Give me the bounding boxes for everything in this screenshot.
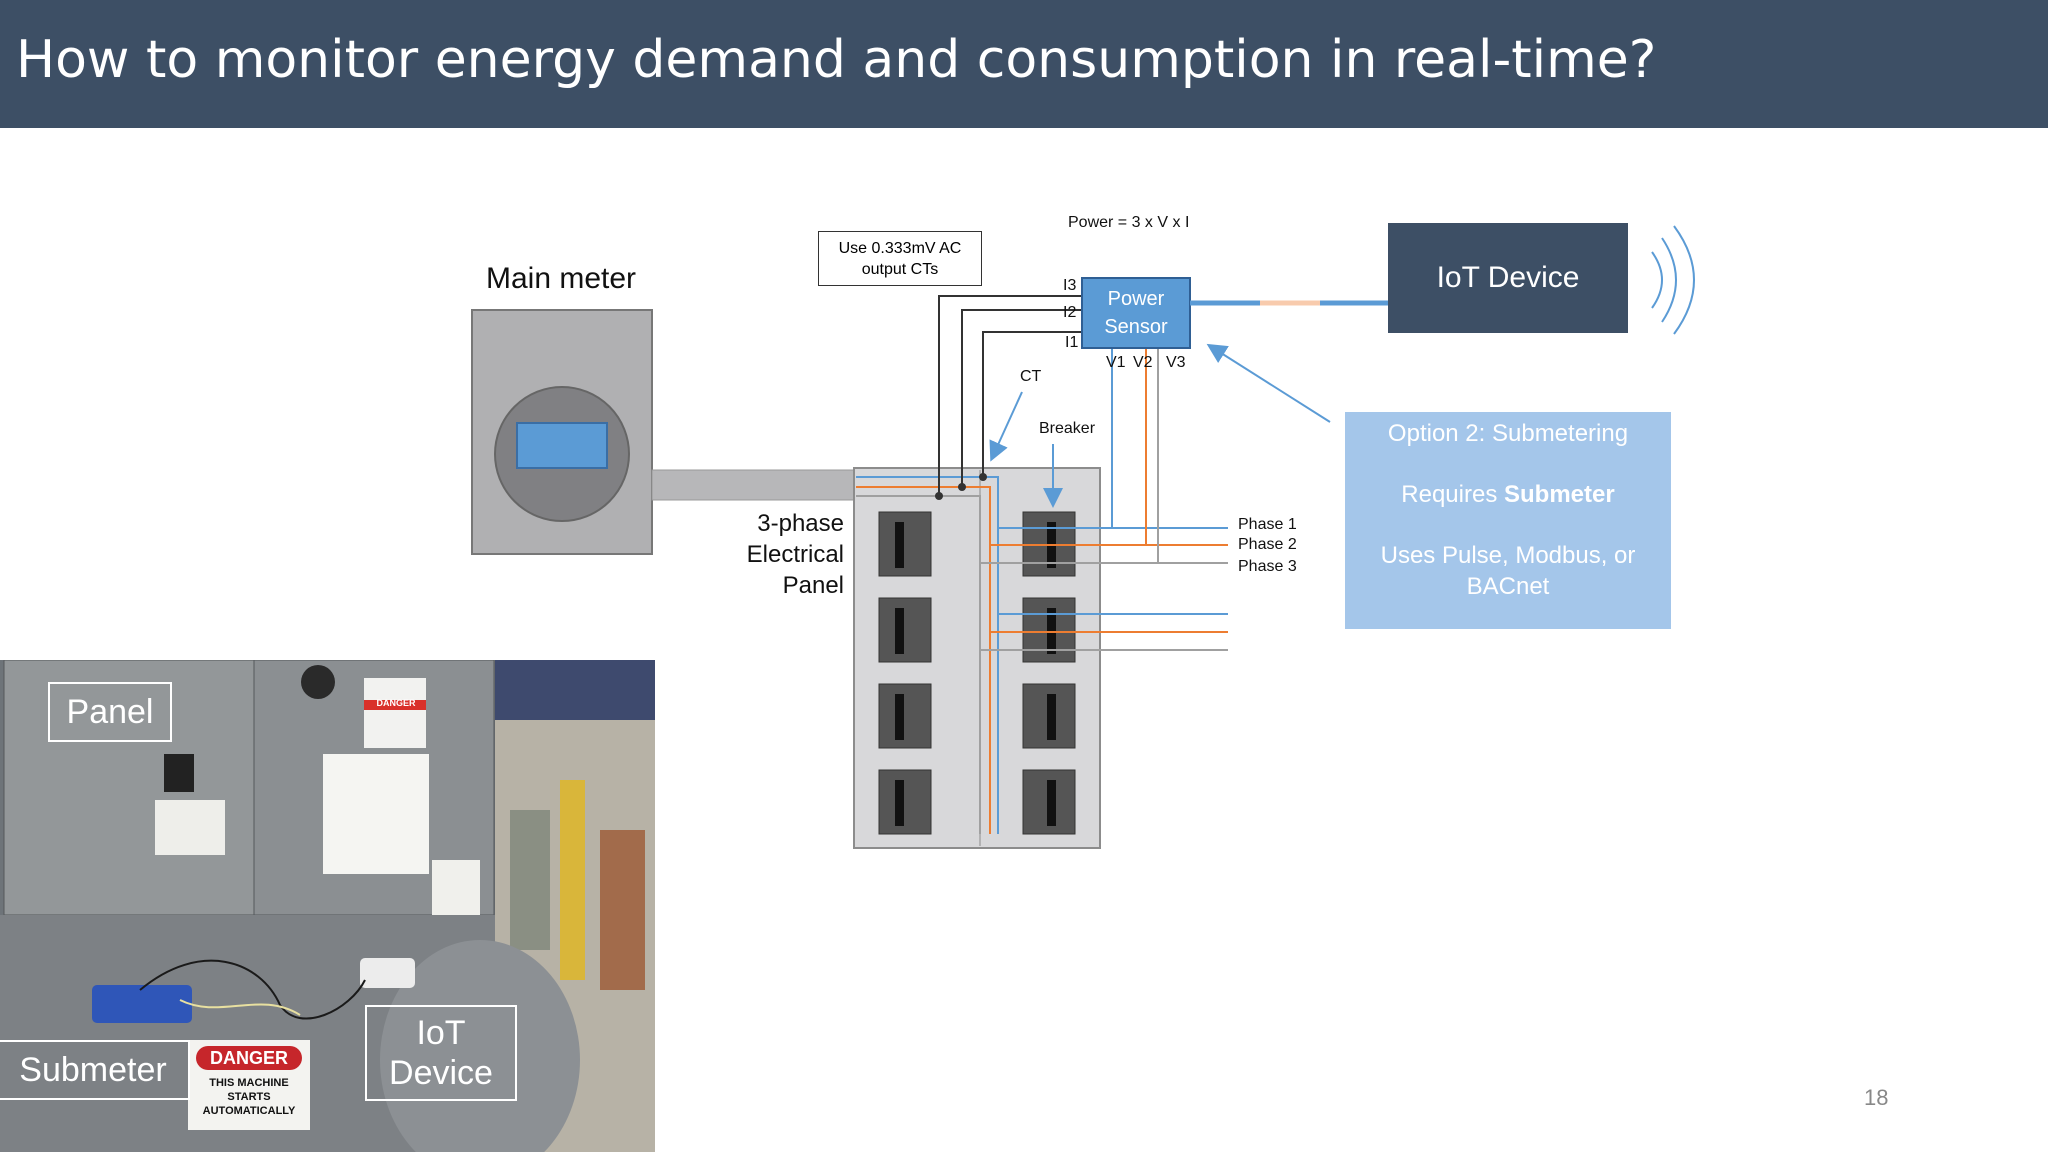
ct-leads — [938, 295, 1082, 496]
input-v1: V1 — [1106, 354, 1126, 371]
wireless-icon — [1651, 225, 1695, 335]
input-i3: I3 — [1063, 277, 1077, 294]
photo-panel-box: Panel — [48, 682, 172, 742]
installation-photo: Panel Submeter IoT Device DANGER THIS MA… — [0, 660, 655, 1152]
power-formula: Power = 3 x V x I — [1068, 214, 1190, 231]
phase-2-label: Phase 2 — [1238, 536, 1297, 553]
phase-3-label: Phase 3 — [1238, 558, 1297, 575]
breaker — [1022, 683, 1076, 749]
photo-submeter-label: Submeter — [19, 1051, 167, 1089]
option-arrow — [1206, 343, 1331, 423]
input-v2: V2 — [1133, 354, 1153, 371]
title-bar: How to monitor energy demand and consump… — [0, 0, 2048, 128]
power-sensor — [1081, 277, 1191, 349]
panel-label: 3-phase Electrical Panel — [746, 510, 844, 599]
page-number: 18 — [1864, 1085, 1889, 1110]
main-meter-label: Main meter — [486, 262, 637, 295]
phase-1-label: Phase 1 — [1238, 516, 1297, 533]
iot-device-label: IoT Device — [1436, 261, 1580, 294]
input-v3: V3 — [1166, 354, 1186, 371]
breaker — [1022, 597, 1076, 663]
ct-label: CT — [1020, 368, 1042, 385]
input-i2: I2 — [1063, 304, 1077, 321]
breaker — [878, 683, 932, 749]
ct-sensors — [935, 473, 987, 500]
option-requires: Requires Submeter — [1401, 481, 1615, 508]
bus-wires — [856, 476, 999, 834]
ct-arrow — [989, 391, 1023, 462]
photo-iot-box: IoT Device — [365, 1005, 517, 1101]
power-sensor-label: Power Sensor — [1104, 288, 1168, 338]
breaker-label: Breaker — [1039, 420, 1096, 437]
option-uses: Uses Pulse, Modbus, or BACnet — [1380, 542, 1636, 600]
breakers — [878, 511, 1076, 835]
breaker — [878, 597, 932, 663]
breaker — [1022, 769, 1076, 835]
voltage-taps — [1111, 348, 1159, 563]
slide-title: How to monitor energy demand and consump… — [16, 30, 1657, 90]
option-2-box: Option 2: Submetering Requires Submeter … — [1345, 412, 1671, 629]
photo-submeter-box: Submeter — [0, 1040, 190, 1100]
option-title: Option 2: Submetering — [1387, 420, 1629, 447]
photo-panel-label: Panel — [66, 693, 154, 731]
photo-scene — [0, 660, 655, 1152]
ct-note: Use 0.333mV AC output CTs — [818, 231, 982, 286]
photo-danger-sign: DANGER THIS MACHINE STARTS AUTOMATICALLY — [202, 1048, 296, 1117]
main-meter-display — [516, 422, 608, 469]
input-i1: I1 — [1065, 334, 1079, 351]
breaker — [878, 769, 932, 835]
photo-top-danger-label: DANGER — [376, 698, 416, 708]
conduit — [651, 469, 855, 501]
iot-device-box: IoT Device — [1388, 223, 1628, 333]
breaker — [878, 511, 932, 577]
